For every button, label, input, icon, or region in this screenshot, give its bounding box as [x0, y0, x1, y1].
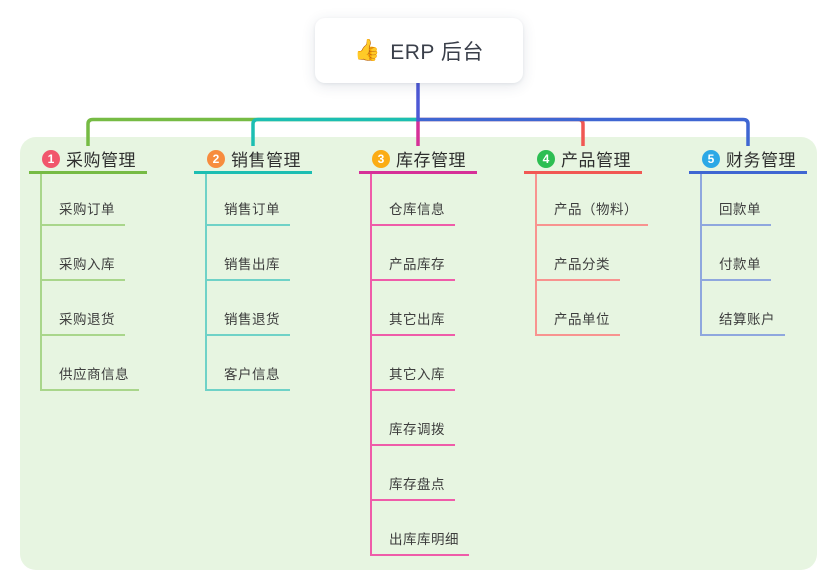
branch-1: 1 采购管理 采购订单采购入库采购退货供应商信息 — [29, 146, 147, 391]
branch-children: 回款单付款单结算账户 — [700, 174, 807, 336]
branch-number-badge: 2 — [207, 149, 225, 168]
child-node[interactable]: 采购订单 — [42, 174, 125, 226]
branch-title-label: 采购管理 — [66, 151, 136, 170]
branch-2: 2 销售管理 销售订单销售出库销售退货客户信息 — [194, 146, 312, 391]
branch-title[interactable]: 1 采购管理 — [29, 146, 147, 174]
branch-children: 产品（物料）产品分类产品单位 — [535, 174, 648, 336]
branches-background-panel — [20, 137, 817, 570]
child-node[interactable]: 回款单 — [702, 174, 771, 226]
branch-number-badge: 4 — [537, 149, 555, 168]
thumbs-up-icon: 👍 — [354, 39, 381, 62]
child-node[interactable]: 销售退货 — [207, 281, 290, 336]
branch-title-label: 库存管理 — [396, 151, 466, 170]
child-node[interactable]: 其它出库 — [372, 281, 455, 336]
child-node[interactable]: 销售出库 — [207, 226, 290, 281]
child-node[interactable]: 结算账户 — [702, 281, 785, 336]
branch-title[interactable]: 3 库存管理 — [359, 146, 477, 174]
child-node[interactable]: 产品（物料） — [537, 174, 648, 226]
branch-title[interactable]: 2 销售管理 — [194, 146, 312, 174]
child-node[interactable]: 出库库明细 — [372, 501, 469, 556]
branch-3: 3 库存管理 仓库信息产品库存其它出库其它入库库存调拨库存盘点出库库明细 — [359, 146, 477, 556]
branch-number-badge: 1 — [42, 149, 60, 168]
child-node[interactable]: 库存调拨 — [372, 391, 455, 446]
branch-title-label: 产品管理 — [561, 151, 631, 170]
branch-5: 5 财务管理 回款单付款单结算账户 — [689, 146, 807, 336]
root-node-erp[interactable]: 👍 ERP 后台 — [315, 18, 523, 83]
child-node[interactable]: 其它入库 — [372, 336, 455, 391]
branch-children: 采购订单采购入库采购退货供应商信息 — [40, 174, 147, 391]
child-node[interactable]: 客户信息 — [207, 336, 290, 391]
child-node[interactable]: 销售订单 — [207, 174, 290, 226]
branch-title[interactable]: 4 产品管理 — [524, 146, 642, 174]
child-node[interactable]: 供应商信息 — [42, 336, 139, 391]
branch-title[interactable]: 5 财务管理 — [689, 146, 807, 174]
child-node[interactable]: 采购入库 — [42, 226, 125, 281]
branch-title-label: 销售管理 — [231, 151, 301, 170]
child-node[interactable]: 仓库信息 — [372, 174, 455, 226]
child-node[interactable]: 付款单 — [702, 226, 771, 281]
child-node[interactable]: 产品分类 — [537, 226, 620, 281]
branch-4: 4 产品管理 产品（物料）产品分类产品单位 — [524, 146, 648, 336]
branch-children: 销售订单销售出库销售退货客户信息 — [205, 174, 312, 391]
branch-children: 仓库信息产品库存其它出库其它入库库存调拨库存盘点出库库明细 — [370, 174, 477, 556]
root-node-label: ERP 后台 — [390, 40, 484, 64]
branch-number-badge: 3 — [372, 149, 390, 168]
branch-number-badge: 5 — [702, 149, 720, 168]
branch-title-label: 财务管理 — [726, 151, 796, 170]
child-node[interactable]: 采购退货 — [42, 281, 125, 336]
child-node[interactable]: 库存盘点 — [372, 446, 455, 501]
child-node[interactable]: 产品单位 — [537, 281, 620, 336]
child-node[interactable]: 产品库存 — [372, 226, 455, 281]
